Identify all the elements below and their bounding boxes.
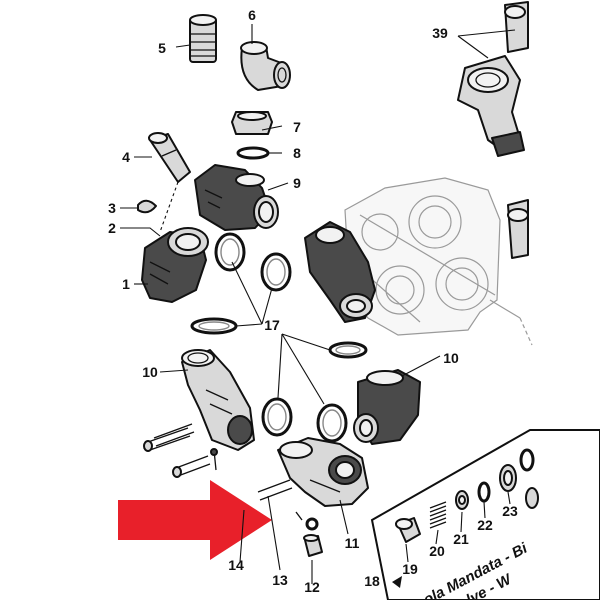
part-9-valve-housing [194, 164, 279, 231]
part-inset-edge [525, 487, 539, 509]
part-1-inlet-housing [141, 227, 209, 303]
part-19-valve-seat [395, 517, 421, 543]
callout-21: 21 [453, 531, 469, 547]
callout-18: 18 [364, 573, 380, 589]
part-4-valve-stem [148, 132, 191, 233]
part-3-clip [137, 199, 157, 214]
callout-19: 19 [402, 561, 418, 577]
callout-1: 1 [122, 276, 130, 292]
callout-14: 14 [228, 557, 244, 573]
part-8-o-ring [236, 146, 270, 160]
triangle-marker [392, 576, 402, 588]
callout-10-left: 10 [142, 364, 158, 380]
callout-20: 20 [429, 543, 445, 559]
part-39-manifold [457, 1, 529, 259]
callout-4: 4 [122, 149, 130, 165]
callout-12: 12 [304, 579, 320, 595]
callout-8: 8 [293, 145, 301, 161]
callout-23: 23 [502, 503, 518, 519]
inset-leaders [405, 491, 511, 563]
callout-5: 5 [158, 40, 166, 56]
part-7-nut [231, 111, 273, 135]
callout-22: 22 [477, 517, 493, 533]
callout-2: 2 [108, 220, 116, 236]
bolts [143, 423, 303, 521]
callout-labels: 5 6 7 8 9 4 3 2 1 39 17 10 10 11 14 13 1… [108, 7, 518, 595]
callout-9: 9 [293, 175, 301, 191]
part-20-spring [429, 501, 447, 529]
callout-7: 7 [293, 119, 301, 135]
leader-lines [120, 24, 516, 584]
part-12-fitting [303, 517, 323, 557]
part-10-upper-manifold [304, 221, 376, 323]
inset-panel [370, 429, 600, 600]
callout-11: 11 [345, 535, 360, 551]
part-21-washer [455, 490, 469, 510]
callout-3: 3 [108, 200, 116, 216]
part-5-threaded-fitting [189, 14, 217, 63]
part-inset-top-ring [519, 448, 535, 472]
pump-body [344, 177, 533, 346]
part-23-seat-ring [499, 464, 517, 492]
callout-6: 6 [248, 7, 256, 23]
part-11-outlet-housing [277, 437, 369, 507]
callout-17: 17 [264, 317, 280, 333]
red-arrow-pointer [118, 480, 272, 560]
callout-39: 39 [432, 25, 448, 41]
callout-13: 13 [272, 572, 288, 588]
part-10-outlet-manifold [353, 369, 421, 445]
part-22-o-ring [477, 481, 491, 503]
part-10-lower-manifold [181, 349, 255, 451]
callout-10-right: 10 [443, 350, 459, 366]
part-6-elbow [240, 41, 291, 91]
